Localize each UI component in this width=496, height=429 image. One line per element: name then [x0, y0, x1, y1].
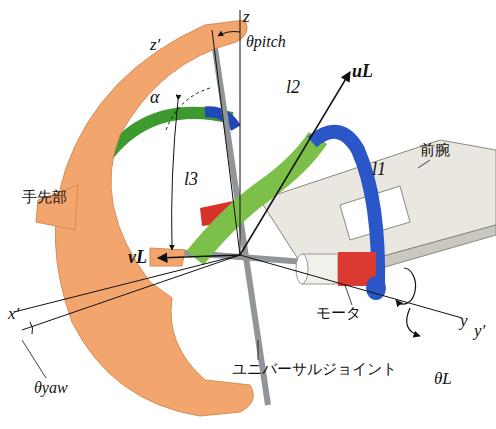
length-label: l3 [184, 170, 198, 188]
vL-vector [158, 255, 240, 258]
angle-label: θL [434, 370, 452, 387]
axis-label: z′ [150, 36, 160, 53]
angle-label: θpitch [246, 34, 286, 50]
rotation-arrow [407, 308, 420, 336]
part-name: ユニバーサルジョイント [232, 362, 397, 377]
length-label: l2 [286, 78, 300, 96]
axis-label: z [243, 8, 250, 25]
leader-line [22, 340, 46, 378]
angle-label: θyaw [34, 380, 68, 396]
part-name: 前腕 [420, 143, 450, 158]
axis-label: x′ [8, 305, 19, 322]
vector-label: uL [352, 62, 373, 80]
part-name: 手先部 [22, 190, 67, 205]
angle-label: α [150, 88, 159, 106]
leader-line [418, 160, 430, 168]
axis-label: y [460, 312, 468, 329]
alpha-arc [166, 88, 210, 130]
vector-label: vL [128, 248, 147, 266]
uL-vector [240, 72, 350, 255]
x-prime-axis [22, 255, 240, 330]
yaw-angle-arc [30, 322, 33, 334]
leader-line [258, 340, 259, 360]
leader-line [345, 285, 352, 305]
z-prime-axis [212, 30, 240, 255]
hand-part [55, 20, 253, 416]
length-label: l1 [372, 160, 386, 178]
part-name: モータ [316, 306, 361, 321]
l3-dimension [172, 100, 178, 250]
blue-link-back [205, 112, 236, 128]
axis-label: y′ [474, 322, 485, 339]
rotation-arrow [396, 268, 416, 304]
pitch-angle-arc [218, 32, 240, 37]
z-axis [240, 10, 241, 255]
x-axis [14, 255, 240, 312]
